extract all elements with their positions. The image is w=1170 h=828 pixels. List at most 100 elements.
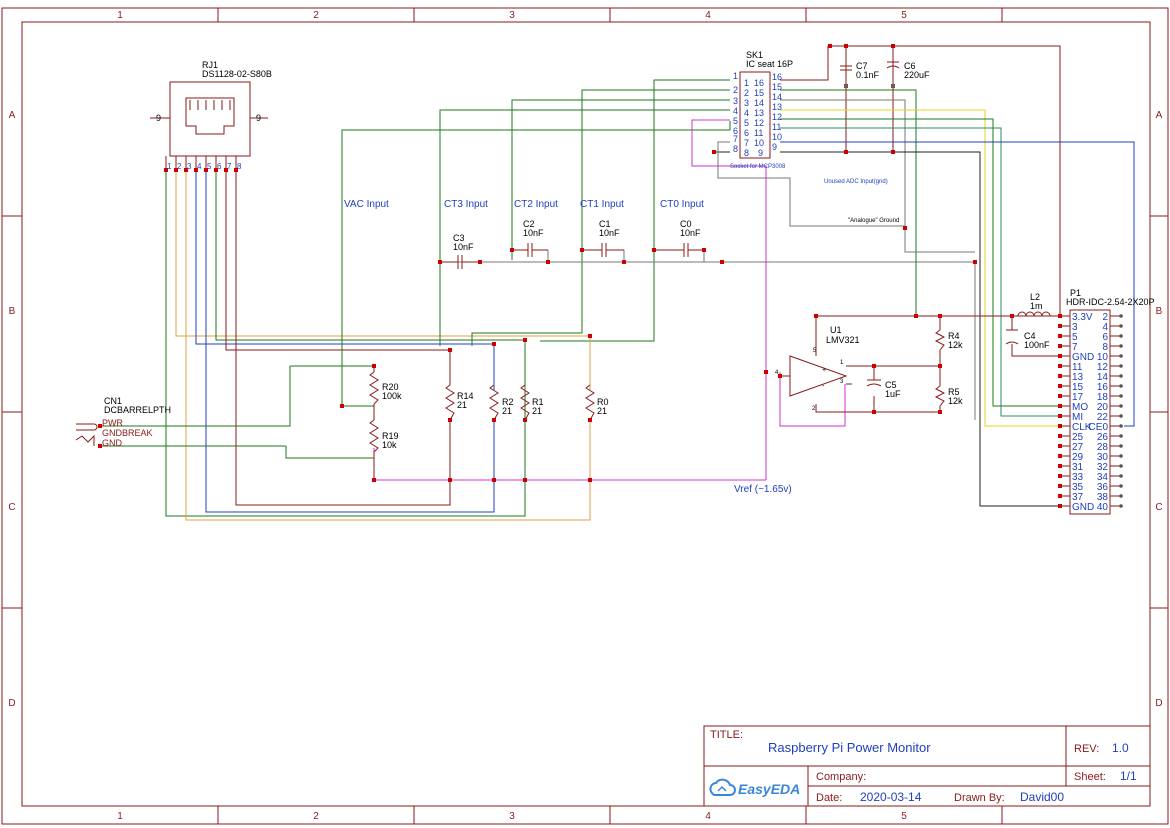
sk1-pin: 14 — [754, 98, 764, 108]
rev-label: REV: — [1074, 743, 1099, 755]
p1-pin-end — [1119, 504, 1123, 508]
p1-pin-end — [1119, 484, 1123, 488]
wires — [100, 45, 1135, 521]
col-label: 4 — [705, 811, 711, 822]
r14-ref: R14 — [457, 391, 474, 401]
title-block: TITLE: Raspberry Pi Power Monitor REV: 1… — [703, 725, 1151, 807]
r0-ref: R0 — [597, 397, 609, 407]
c0-value: 10nF — [680, 228, 701, 238]
frame-labels: 1 2 3 4 5 1 2 3 4 5 A B C D A B C D — [8, 10, 1162, 822]
sk1-pin: 10 — [772, 132, 782, 142]
p1-pin-dot — [1058, 464, 1062, 468]
u1-pin: 3 — [840, 379, 844, 385]
p1-pin-end — [1119, 334, 1123, 338]
p1-right-pin-label: 14 — [1097, 372, 1109, 383]
cn1-pin: PWR — [102, 418, 123, 428]
p1-left-pin-label: 27 — [1072, 442, 1084, 453]
rj1-pin: 5 — [207, 162, 212, 171]
cn1-part: DCBARRELPTH — [104, 405, 171, 415]
drawn-by-label: Drawn By: — [954, 792, 1005, 804]
sk1-pin: 3 — [733, 96, 738, 106]
p1-pin-dot — [1058, 494, 1062, 498]
rev-value: 1.0 — [1112, 741, 1129, 755]
cn1-ref: CN1 — [104, 396, 122, 406]
p1-pin-dot — [1058, 374, 1062, 378]
p1-ref: P1 — [1070, 288, 1081, 298]
p1-right-pin-label: 4 — [1102, 322, 1108, 333]
sk1-pin: 14 — [772, 92, 782, 102]
p1-left-pin-label: 31 — [1072, 462, 1084, 473]
analogue-ground-note: "Analogue" Ground — [848, 218, 899, 224]
p1-left-pin-label: 13 — [1072, 372, 1084, 383]
p1-pin-dot — [1058, 454, 1062, 458]
sk1-ref: SK1 — [746, 50, 763, 60]
sk1-pin: 9 — [758, 148, 763, 158]
p1-pin-end — [1119, 464, 1123, 468]
p1-pin-dot — [1058, 364, 1062, 368]
p1-part: HDR-IDC-2.54-2X20P — [1066, 297, 1155, 307]
sk1-pin: 5 — [744, 118, 749, 128]
p1-right-pin-label: 28 — [1097, 442, 1109, 453]
p1-pin-dot — [1058, 394, 1062, 398]
title-label: TITLE: — [710, 729, 743, 741]
sk1-pin: 2 — [744, 88, 749, 98]
sk1-socket: SK1 IC seat 16P Socket for MCP3008 1 2 3… — [730, 50, 793, 170]
p1-pin-dot — [1058, 384, 1062, 388]
p1-left-pin-label: MI — [1072, 412, 1083, 423]
p1-left-pin-label: GND — [1072, 352, 1094, 363]
p1-left-pin-label: CLK — [1072, 422, 1092, 433]
sk1-pin: 15 — [754, 88, 764, 98]
sk1-pin: 5 — [733, 116, 738, 126]
p1-right-pin-label: 22 — [1097, 412, 1109, 423]
sk1-pin: 11 — [772, 122, 781, 132]
sk1-pin: 6 — [744, 128, 749, 138]
p1-right-pin-label: 30 — [1097, 452, 1109, 463]
col-label: 2 — [313, 811, 319, 822]
p1-pin-dot — [1058, 434, 1062, 438]
p1-pin-dot — [1058, 314, 1062, 318]
col-label: 1 — [117, 811, 123, 822]
sk1-pin: 13 — [772, 102, 782, 112]
p1-left-pin-label: 29 — [1072, 452, 1084, 463]
p1-pin-dot — [1058, 324, 1062, 328]
p1-pin-end — [1119, 394, 1123, 398]
sk1-pin: 11 — [754, 128, 763, 138]
p1-header: P1 HDR-IDC-2.54-2X20P 3.3V357GND11131517… — [1058, 288, 1155, 515]
c2-ref: C2 — [523, 219, 535, 229]
c7-value: 0.1nF — [856, 70, 880, 80]
rj1-ref: RJ1 — [202, 60, 218, 70]
row-label: A — [1156, 110, 1163, 121]
l2-value: 1m — [1030, 301, 1043, 311]
p1-right-pin-label: 6 — [1102, 332, 1108, 343]
cn1-barrel-connector: CN1 DCBARRELPTH PWR GNDBREAK GND — [75, 396, 171, 448]
col-label: 1 — [117, 10, 123, 21]
c2-value: 10nF — [523, 228, 544, 238]
p1-left-pin-label: MO — [1072, 402, 1088, 413]
p1-right-pin-label: 38 — [1097, 492, 1109, 503]
p1-right-pin-label: 34 — [1097, 472, 1109, 483]
ct3-input-label: CT3 Input — [444, 199, 488, 210]
p1-pin-end — [1119, 354, 1123, 358]
rj1-part: DS1128-02-S80B — [202, 69, 272, 79]
p1-pin-end — [1119, 384, 1123, 388]
p1-right-pin-label: 8 — [1102, 342, 1108, 353]
sk1-pin: 7 — [744, 138, 749, 148]
sk1-pin: 7 — [733, 134, 738, 144]
r19-value: 10k — [382, 440, 397, 450]
row-label: C — [8, 502, 15, 513]
l2-ref: L2 — [1030, 292, 1040, 302]
p1-pin-end — [1119, 444, 1123, 448]
col-label: 3 — [509, 10, 515, 21]
col-label: 3 — [509, 811, 515, 822]
u1-pin: 4 — [775, 370, 779, 376]
sk1-pin: 3 — [744, 98, 749, 108]
sk1-pin: 1 — [744, 78, 749, 88]
p1-right-pin-label: 40 — [1097, 502, 1109, 513]
p1-left-pin-label: 5 — [1072, 332, 1078, 343]
r1-value: 21 — [532, 406, 542, 416]
schematic-title: Raspberry Pi Power Monitor — [768, 740, 931, 755]
l2-inductor: L2 1m — [1017, 292, 1060, 317]
sk1-pin: 2 — [733, 85, 738, 95]
u1-opamp: + - U1 LMV321 1 5 4 3 2 — [775, 325, 860, 412]
sk1-pin: 8 — [744, 148, 749, 158]
